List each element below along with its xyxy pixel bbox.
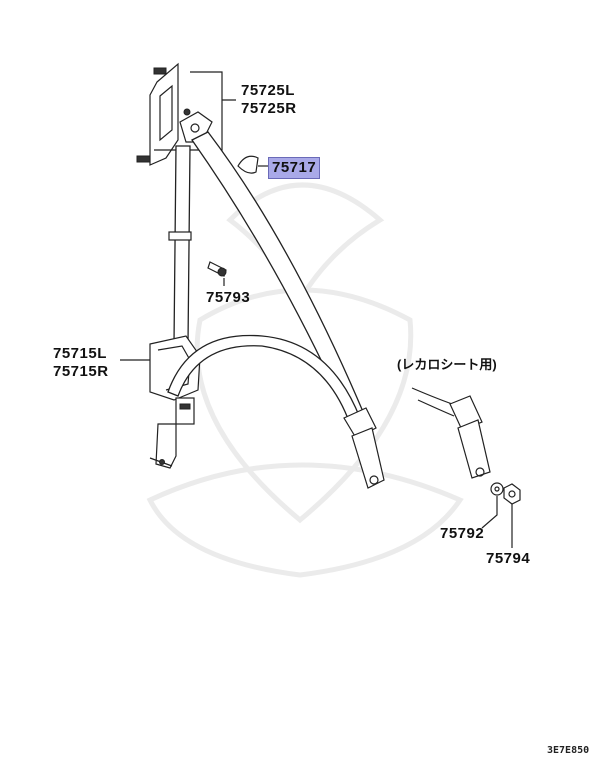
lower-anchor	[149, 423, 177, 469]
bolt-75793	[207, 261, 227, 286]
label-75793[interactable]: 75793	[206, 289, 251, 306]
nut-75794	[503, 483, 521, 505]
diagram-code: 3E7E850	[547, 745, 590, 756]
recaro-buckle	[411, 387, 491, 479]
label-75715r[interactable]: 75715R	[53, 363, 109, 380]
recaro-seat-note: (レカロシート用)	[397, 357, 497, 372]
label-75717-highlight[interactable]: 75717	[268, 157, 321, 179]
leader-75792	[481, 496, 498, 529]
label-75794[interactable]: 75794	[486, 550, 531, 567]
washer-75792	[490, 482, 504, 496]
tongue-plate	[343, 407, 385, 489]
upper-anchor-bracket	[136, 62, 191, 166]
label-75725r[interactable]: 75725R	[241, 100, 297, 117]
webbing-guide	[168, 231, 192, 241]
label-75725l[interactable]: 75725L	[241, 82, 295, 99]
label-75715l[interactable]: 75715L	[53, 345, 107, 362]
clip-75717	[237, 155, 259, 174]
label-75792[interactable]: 75792	[440, 525, 485, 542]
vertical-webbing	[173, 145, 191, 345]
